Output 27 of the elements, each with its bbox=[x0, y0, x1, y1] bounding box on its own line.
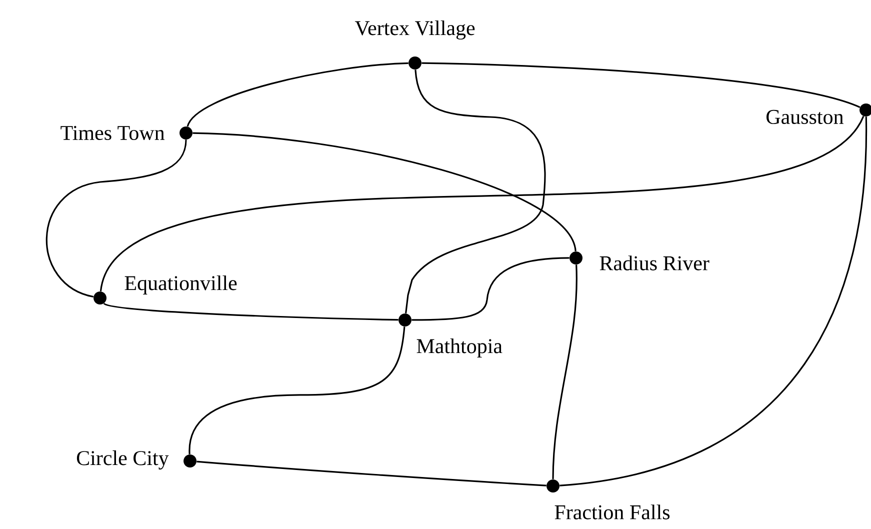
town-dot bbox=[94, 291, 106, 304]
road-line bbox=[552, 264, 578, 480]
town-dot bbox=[180, 126, 192, 140]
road-line bbox=[560, 116, 867, 486]
road-line bbox=[186, 62, 408, 127]
town-label: Times Town bbox=[60, 126, 165, 140]
road-line bbox=[100, 116, 864, 292]
town-label: Circle City bbox=[76, 450, 169, 470]
road-line bbox=[422, 62, 860, 108]
road-line bbox=[405, 70, 546, 314]
road-line bbox=[196, 460, 546, 486]
town-label: Gausston bbox=[766, 110, 844, 124]
town-dot bbox=[184, 454, 196, 468]
road-line bbox=[188, 326, 406, 454]
road-line bbox=[412, 257, 570, 321]
town-label: Equationville bbox=[124, 275, 237, 294]
town-label: Fraction Falls bbox=[554, 504, 670, 520]
town-label: Radius River bbox=[600, 256, 710, 270]
town-label: Vertex Village bbox=[354, 20, 475, 40]
town-dot bbox=[408, 56, 422, 70]
town-dot bbox=[570, 252, 582, 264]
town-dot bbox=[398, 314, 412, 326]
road-line bbox=[192, 132, 576, 252]
road-line bbox=[46, 140, 187, 298]
town-label: Mathtopia bbox=[416, 338, 502, 358]
road-line bbox=[104, 302, 398, 321]
town-dot bbox=[546, 479, 560, 492]
